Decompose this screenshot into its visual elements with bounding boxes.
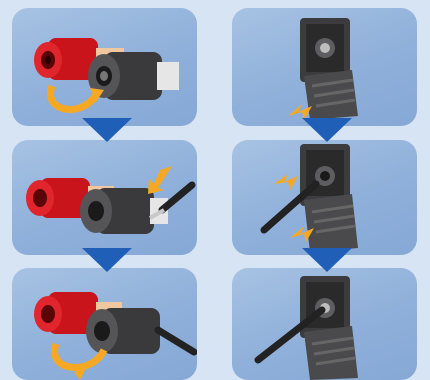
- binding-post-unscrew-icon: [12, 8, 197, 126]
- step-panel-clip-press: [232, 8, 417, 126]
- pointer-arrow-icon: [148, 166, 172, 194]
- spring-clip-terminal: [300, 18, 358, 120]
- rotate-arrow-icon: [50, 86, 96, 109]
- step-panel-binding-unscrew: [12, 8, 197, 126]
- pointer-arrow-icon: [274, 174, 298, 190]
- spring-clip-press-lever-icon: [232, 8, 417, 126]
- step-arrow-down-icon: [302, 118, 352, 144]
- spring-clip-terminal: [300, 276, 358, 380]
- black-binding-post: [86, 308, 160, 354]
- speaker-wire-icon: [158, 330, 194, 352]
- step-panel-binding-tighten: [12, 268, 197, 380]
- binding-post-insert-wire-icon: [12, 140, 197, 255]
- step-arrow-down-icon: [82, 118, 132, 144]
- step-panel-clip-release: [232, 268, 417, 380]
- spring-clip-insert-wire-icon: [232, 140, 417, 255]
- step-arrow-down-icon: [82, 248, 132, 274]
- speaker-wire-icon: [162, 185, 192, 210]
- step-panel-clip-insert: [232, 140, 417, 255]
- binding-post-tighten-icon: [12, 268, 197, 380]
- step-arrow-down-icon: [302, 248, 352, 274]
- spring-clip-release-icon: [232, 268, 417, 380]
- black-binding-post: [80, 188, 168, 234]
- step-panel-binding-insert: [12, 140, 197, 255]
